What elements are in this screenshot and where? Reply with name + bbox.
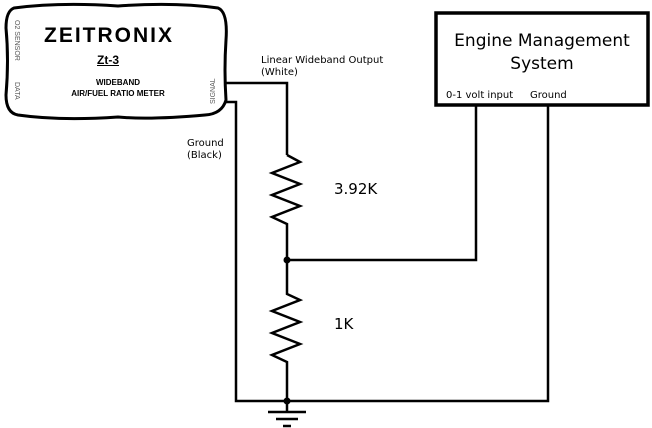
port-o2-sensor: O2 SENSOR	[13, 20, 20, 61]
port-signal: SIGNAL	[210, 78, 217, 104]
ems-ground-label: Ground	[530, 90, 567, 101]
signal-wire-label: Linear Wideband Output (White)	[261, 55, 383, 79]
ems-input-label: 0-1 volt input	[446, 90, 514, 101]
meter-line-1: WIDEBAND	[96, 78, 140, 87]
meter-ground-wire	[226, 100, 550, 403]
ground-wire-label-line-1: Ground	[187, 138, 224, 149]
meter-line-2: AIR/FUEL RATIO METER	[71, 89, 165, 98]
signal-wire-label-line-1: Linear Wideband Output	[261, 55, 384, 66]
meter-body	[4, 2, 228, 121]
resistor-value-bottom: 1K	[334, 315, 354, 333]
ems-input-wire	[287, 106, 478, 262]
ems-title-line-1: Engine Management	[454, 31, 630, 51]
signal-wire	[226, 81, 289, 155]
resistor-3-92k	[268, 153, 304, 260]
ems-box	[434, 11, 650, 107]
port-data: DATA	[13, 82, 20, 100]
ground-symbol-icon	[268, 401, 306, 428]
ems-title: Engine Management System	[440, 30, 644, 76]
resistor-1k	[268, 260, 304, 401]
meter-description: WIDEBAND AIR/FUEL RATIO METER	[56, 77, 180, 99]
ground-wire-label: Ground (Black)	[187, 138, 224, 162]
signal-wire-label-line-2: (White)	[261, 67, 298, 78]
ground-wire-label-line-2: (Black)	[187, 150, 222, 161]
resistor-value-top: 3.92K	[334, 180, 378, 198]
meter-brand: ZEITRONIX	[44, 24, 175, 47]
meter-model: Zt-3	[97, 53, 119, 67]
ems-title-line-2: System	[510, 54, 574, 74]
